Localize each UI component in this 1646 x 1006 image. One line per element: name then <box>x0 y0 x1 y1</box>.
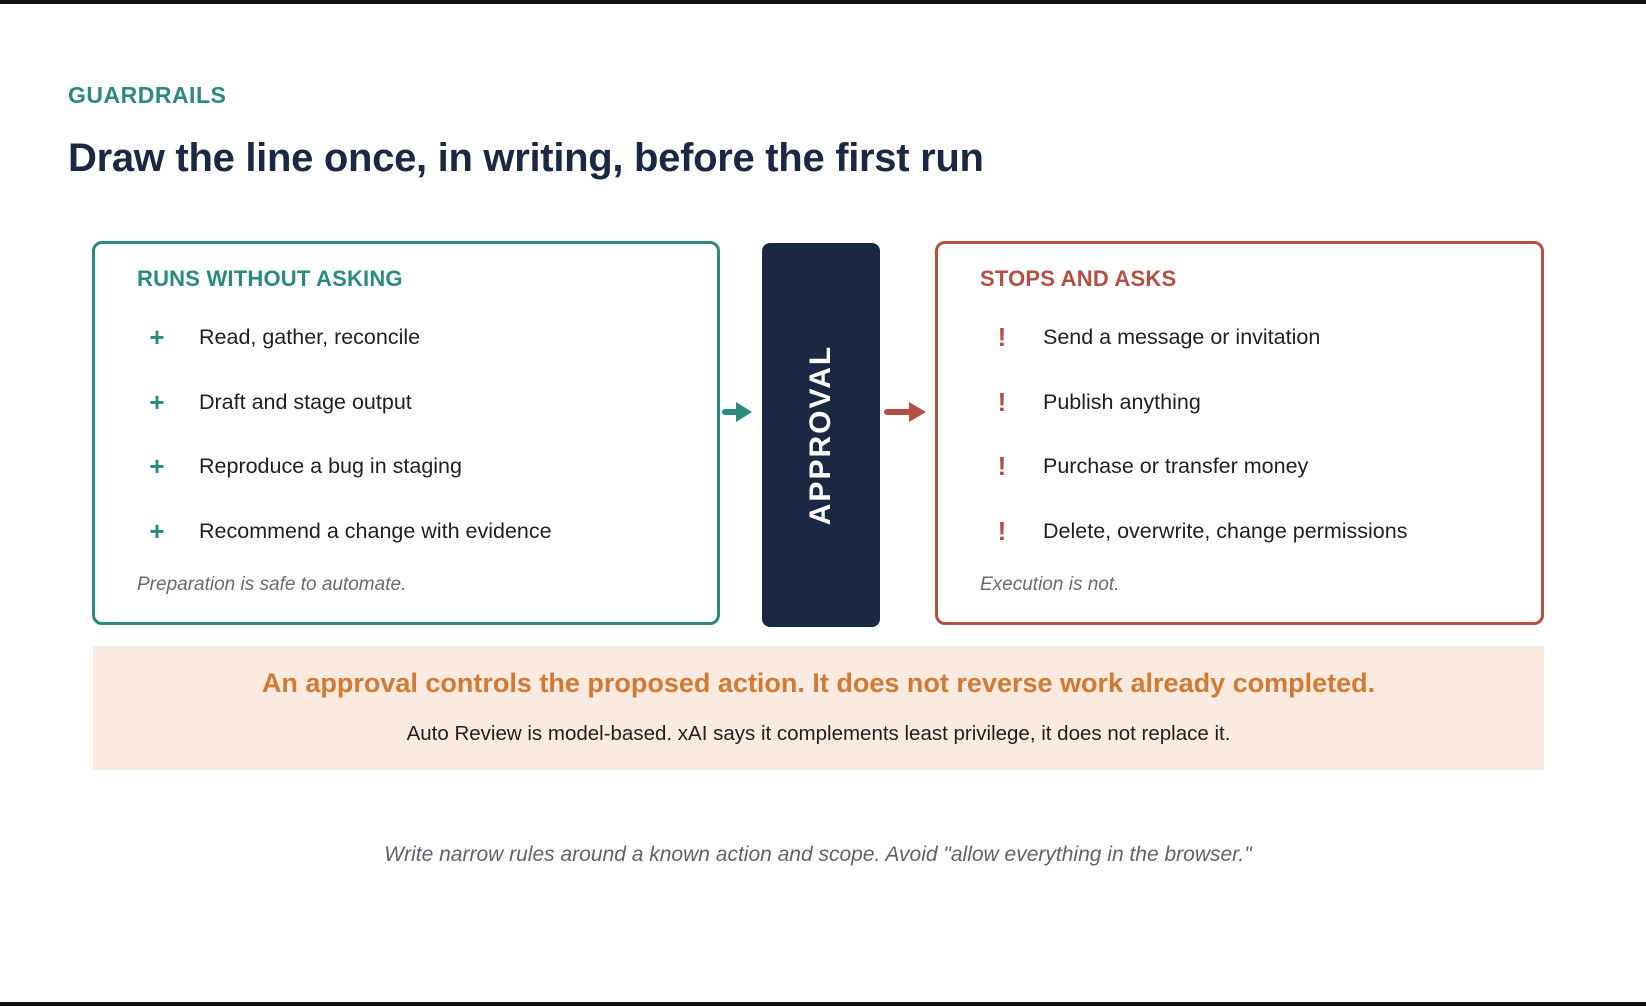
list-item: ! Send a message or invitation <box>938 320 1541 385</box>
callout-box: An approval controls the proposed action… <box>93 646 1544 770</box>
list-item: ! Publish anything <box>938 385 1541 450</box>
panel-note: Preparation is safe to automate. <box>137 574 407 595</box>
callout-subtext: Auto Review is model-based. xAI says it … <box>406 722 1231 745</box>
callout-headline: An approval controls the proposed action… <box>261 668 1376 698</box>
list-item: ! Purchase or transfer money <box>938 449 1541 514</box>
item-text: Send a message or invitation <box>1043 325 1321 349</box>
item-text: Recommend a change with evidence <box>199 518 552 543</box>
list-item: ! Delete, overwrite, change permissions <box>938 514 1541 579</box>
panel-heading: RUNS WITHOUT ASKING <box>137 266 403 291</box>
plus-icon: + <box>149 515 165 546</box>
top-border <box>0 0 1646 4</box>
stops-and-asks-panel: STOPS AND ASKS ! Send a message or invit… <box>935 241 1544 625</box>
item-text: Reproduce a bug in staging <box>199 454 462 478</box>
list-item: + Reproduce a bug in staging <box>95 449 717 514</box>
item-text: Draft and stage output <box>199 389 412 414</box>
list-item: + Recommend a change with evidence <box>95 514 717 579</box>
exclamation-icon: ! <box>997 386 1007 417</box>
approval-label: APPROVAL <box>804 344 837 526</box>
item-text: Read, gather, reconcile <box>199 325 421 349</box>
list-item: + Draft and stage output <box>95 385 717 450</box>
item-text: Purchase or transfer money <box>1043 454 1309 478</box>
bottom-border <box>0 1002 1646 1006</box>
arrow-right-icon <box>884 402 926 422</box>
panel-heading: STOPS AND ASKS <box>980 266 1177 291</box>
item-text: Delete, overwrite, change permissions <box>1043 518 1408 543</box>
item-text: Publish anything <box>1043 389 1201 414</box>
runs-without-asking-panel: RUNS WITHOUT ASKING + Read, gather, reco… <box>92 241 720 625</box>
item-list: ! Send a message or invitation ! Publish… <box>938 320 1541 578</box>
plus-icon: + <box>149 322 165 352</box>
item-list: + Read, gather, reconcile + Draft and st… <box>95 320 717 578</box>
exclamation-icon: ! <box>997 451 1007 481</box>
section-eyebrow: GUARDRAILS <box>68 82 227 108</box>
exclamation-icon: ! <box>997 515 1007 546</box>
footnote: Write narrow rules around a known action… <box>384 843 1252 866</box>
list-item: + Read, gather, reconcile <box>95 320 717 385</box>
approval-gate: APPROVAL <box>762 243 880 627</box>
arrow-right-icon <box>722 402 752 422</box>
plus-icon: + <box>149 451 165 481</box>
panel-note: Execution is not. <box>980 574 1120 595</box>
exclamation-icon: ! <box>997 322 1007 352</box>
plus-icon: + <box>149 386 165 417</box>
slide-title: Draw the line once, in writing, before t… <box>68 136 984 180</box>
